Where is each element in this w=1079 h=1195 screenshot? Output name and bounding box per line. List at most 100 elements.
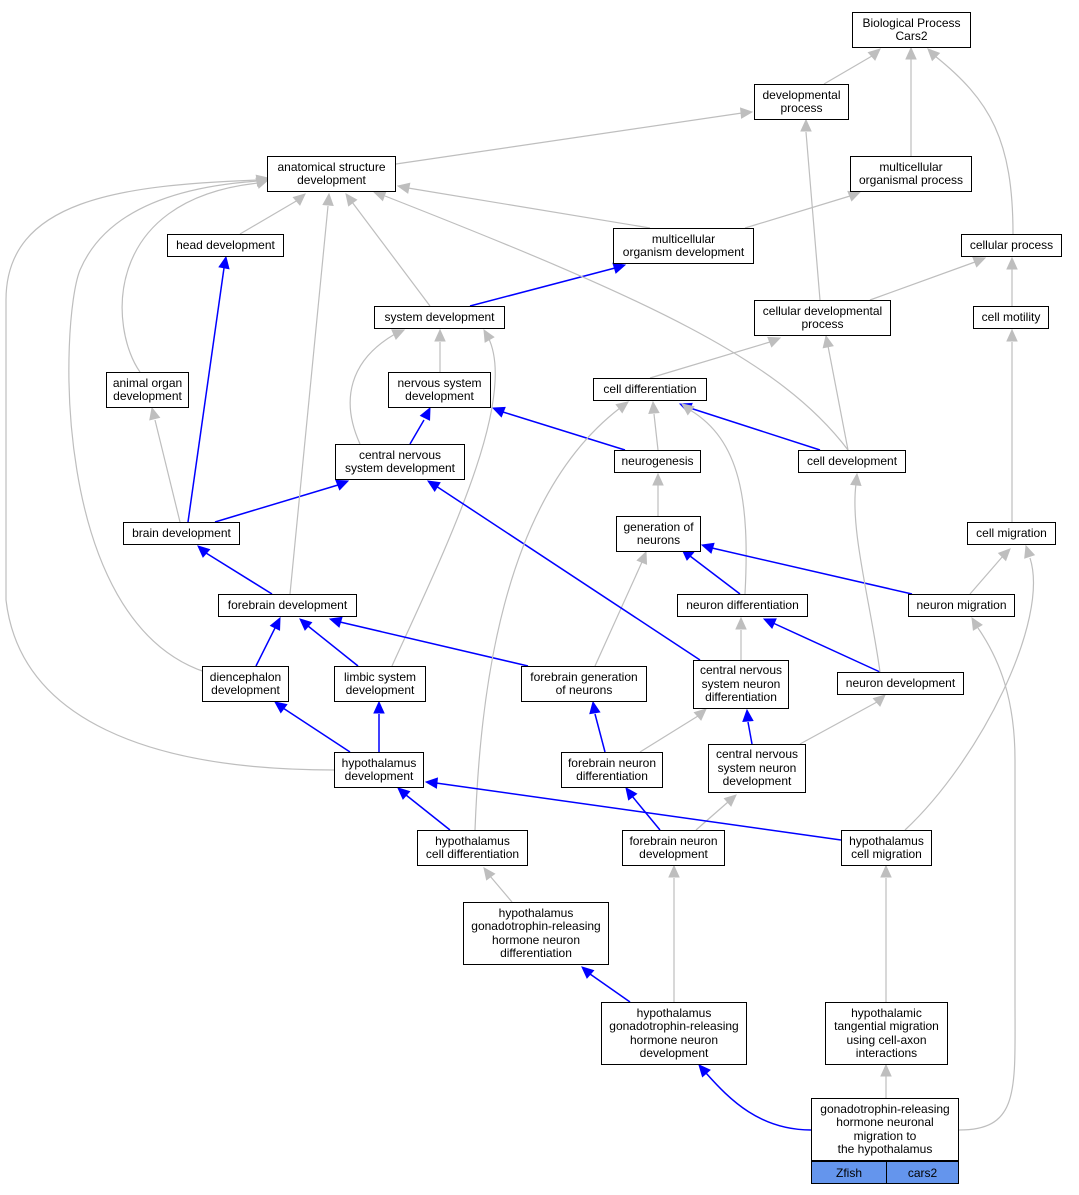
node-cellular-process[interactable]: cellular process [961, 234, 1062, 257]
edge-gnrhmig-neuronmig [958, 627, 1016, 1131]
node-forebrain-development[interactable]: forebrain development [218, 594, 357, 617]
node-multicellular-organismal-process[interactable]: multicellular organismal process [850, 156, 972, 192]
arrowhead-devproc-bp [867, 48, 881, 61]
edge-cnsndev-neurondev [799, 701, 878, 745]
arrowhead-cnsdev-sysdev [391, 329, 406, 340]
edge-anat-devproc [395, 112, 743, 165]
edge-multiorg-anat [407, 187, 651, 229]
arrowhead-cnsndev-neurondev [872, 694, 886, 707]
edge-celldev-celldevproc [827, 345, 849, 451]
arrowhead-hypocm-cellmig [1024, 544, 1036, 559]
arrowhead-motility-cellproc [1006, 256, 1018, 270]
edge-dien-anat [68, 180, 259, 673]
arrowhead-forebrain-anat [322, 192, 334, 206]
node-label: forebrain neuron development [629, 833, 718, 861]
node-forebrain-generation-of-neurons[interactable]: forebrain generation of neurons [521, 666, 647, 702]
node-developmental-process[interactable]: developmental process [754, 84, 849, 120]
node-label: multicellular organism development [622, 231, 745, 259]
node-neuron-migration[interactable]: neuron migration [908, 594, 1015, 617]
node-cell-migration[interactable]: cell migration [967, 522, 1056, 545]
node-label: cell motility [981, 309, 1041, 324]
node-cns-neuron-development[interactable]: central nervous system neuron developmen… [708, 744, 806, 793]
node-brain-development[interactable]: brain development [123, 522, 240, 545]
node-cns-neuron-differentiation[interactable]: central nervous system neuron differenti… [693, 660, 789, 709]
node-label: central nervous system neuron differenti… [699, 663, 783, 705]
node-label: generation of neurons [623, 519, 694, 547]
node-multicellular-organism-development[interactable]: multicellular organism development [613, 228, 754, 264]
arrowhead-limbic-forebrain [299, 618, 313, 631]
node-hypothalamus-development[interactable]: hypothalamus development [334, 752, 424, 788]
edge-hypocm-hypo [435, 782, 842, 841]
arrowhead-celldevproc-cellproc [972, 256, 987, 268]
arrowhead-fbnd-cnsnd [693, 708, 707, 721]
arrowhead-neurondiff-celldiff [681, 403, 695, 416]
edge-celldiff-celldevproc [649, 341, 771, 379]
node-generation-of-neurons[interactable]: generation of neurons [616, 516, 701, 552]
arrowhead-multiorg-anat [396, 182, 411, 194]
arrowhead-forebrain-brain [197, 545, 211, 558]
node-hypothalamus-cell-differentiation[interactable]: hypothalamus cell differentiation [417, 830, 528, 866]
node-label: multicellular organismal process [858, 159, 964, 187]
node-forebrain-neuron-development[interactable]: forebrain neuron development [622, 830, 725, 866]
node-neurogenesis[interactable]: neurogenesis [614, 450, 701, 473]
node-label: forebrain development [227, 597, 348, 612]
node-hypothalamic-tangential-migration[interactable]: hypothalamic tangential migration using … [825, 1002, 948, 1065]
arrowhead-head-anat [292, 193, 306, 206]
node-cellular-developmental-process[interactable]: cellular developmental process [754, 300, 891, 336]
node-nervous-system-development[interactable]: nervous system development [388, 372, 491, 408]
node-biological-process[interactable]: Biological Process Cars2 [852, 12, 971, 48]
node-diencephalon-development[interactable]: diencephalon development [202, 666, 289, 702]
edge-devproc-bp [823, 55, 873, 85]
node-hypothalamus-gnrh-neuron-differentiation[interactable]: hypothalamus gonadotrophin-releasing hor… [463, 902, 609, 965]
node-system-development[interactable]: system development [374, 306, 505, 329]
edge-fbgen-gen [594, 561, 643, 667]
arrowhead-hypo-dien [274, 701, 288, 714]
arrowhead-multiproc-bp [905, 46, 917, 60]
node-hypothalamus-cell-migration[interactable]: hypothalamus cell migration [841, 830, 932, 866]
arrowhead-cellproc-bp [927, 48, 941, 62]
edge-brain-animalorgan [154, 419, 181, 523]
gene-tag[interactable]: cars2 [886, 1161, 959, 1184]
arrowhead-neuronmig-gen [700, 542, 715, 554]
arrowhead-neurog-celldiff [648, 400, 660, 414]
node-label: hypothalamic tangential migration using … [834, 1005, 939, 1060]
node-label: neurogenesis [621, 453, 694, 468]
arrowhead-fbgen-forebrain [328, 616, 343, 628]
node-neuron-development[interactable]: neuron development [837, 672, 964, 695]
edge-animalorgan-anat [121, 182, 259, 373]
arrowhead-fbndev-cnsndev [723, 794, 737, 807]
node-cell-differentiation[interactable]: cell differentiation [593, 378, 707, 401]
arrowhead-neuronmig-cellmig [997, 548, 1011, 562]
arrowhead-celldev-celldevproc [822, 334, 834, 349]
edge-neurondiff-celldiff [689, 409, 747, 595]
node-forebrain-neuron-differentiation[interactable]: forebrain neuron differentiation [561, 752, 663, 788]
node-head-development[interactable]: head development [167, 234, 284, 257]
node-hypothalamus-gnrh-neuron-development[interactable]: hypothalamus gonadotrophin-releasing hor… [601, 1002, 747, 1065]
node-cell-development[interactable]: cell development [798, 450, 906, 473]
node-anatomical-structure-development[interactable]: anatomical structure development [267, 156, 396, 192]
arrowhead-fbgen-gen [636, 550, 648, 565]
arrowhead-gnrhmig-tang [880, 1063, 892, 1077]
species-tag[interactable]: Zfish [811, 1161, 887, 1184]
edge-limbic-forebrain [307, 625, 359, 667]
edge-neurondev-neurondiff [772, 622, 881, 673]
edge-gnrhdev-gnrhdiff [589, 973, 631, 1003]
node-central-nervous-system-development[interactable]: central nervous system development [335, 444, 465, 480]
edge-forebrain-anat [289, 205, 329, 595]
arrowhead-nsdev-sysdev [434, 328, 446, 342]
node-label: cell differentiation [603, 381, 697, 396]
edge-cnsdev-nsdev [409, 419, 425, 445]
edge-neurog-celldiff [653, 413, 659, 451]
node-limbic-system-development[interactable]: limbic system development [334, 666, 426, 702]
node-cell-motility[interactable]: cell motility [973, 306, 1049, 329]
edge-hypo-dien [282, 707, 351, 753]
node-neuron-differentiation[interactable]: neuron differentiation [677, 594, 808, 617]
edge-neuronmig-cellmig [969, 555, 1004, 595]
arrowhead-neurog-nsdev [491, 406, 506, 418]
arrowhead-fbndev-fbnd [625, 787, 638, 801]
node-label: forebrain generation of neurons [530, 669, 638, 697]
node-gnrh-neuronal-migration[interactable]: gonadotrophin-releasing hormone neuronal… [811, 1098, 959, 1161]
node-animal-organ-development[interactable]: animal organ development [106, 372, 189, 408]
arrowhead-sysdev-anat [345, 193, 358, 207]
node-label: Biological Process Cars2 [862, 15, 961, 43]
